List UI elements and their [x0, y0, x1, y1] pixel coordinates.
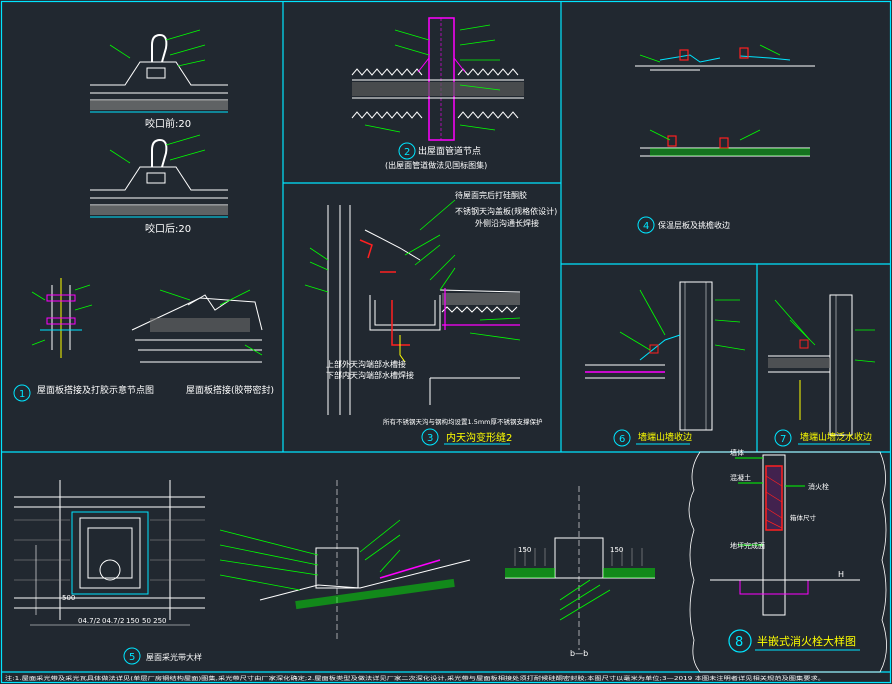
p3-note-left-2: 下部内天沟端部水槽焊接: [326, 370, 414, 380]
p1-title-b: 屋面板搭接(胶带密封): [186, 384, 274, 396]
p6-wall: [679, 281, 713, 431]
p3-note-bottom: 所有不锈钢天沟与钢构均设置1.5mm厚不锈钢支撑保护: [383, 417, 543, 426]
seam-hatch-before: [90, 100, 228, 110]
p8-hydrant-box: [765, 465, 783, 531]
p8-wall-column: [762, 454, 786, 616]
p5b-dim-150a: 150: [518, 546, 531, 554]
panel-1-roof-seam-details: 咬口前:20 咬口后:20 1 屋面板搭接及打胶示意节点图 屋面板搭接(胶带密封…: [13, 29, 274, 402]
p7-number: 7: [780, 434, 786, 445]
p4-number-circle: [637, 216, 655, 234]
p2-title: 出屋面管道节点: [418, 145, 481, 157]
p5b-section-label: b—b: [570, 649, 588, 658]
lapped-roof-plate: [131, 294, 263, 363]
panel-7-gable-wall-flashing-2: 7 墙端山墙泛水收边: [768, 294, 876, 447]
lapped-plate-hatch: [150, 318, 250, 332]
p8-label-concrete: 混凝土: [730, 473, 751, 482]
insulation-hatch: [352, 82, 524, 96]
seam-hatch-after: [90, 205, 228, 215]
footer-note: 注:1.屋面采光带及采光瓦具体做法详见(单层厂房钢结构屋面)图集,采光带尺寸由厂…: [5, 674, 825, 682]
p8-break-outline: [688, 451, 887, 673]
panel-8-fire-hydrant: 墙体 混凝土 消火栓 箱体尺寸 地坪完成面 H 8 半嵌式消火栓大样图: [688, 448, 887, 673]
p8-label-hydrant: 消火栓: [808, 482, 829, 491]
p6-number: 6: [619, 434, 625, 445]
skylight-section-bb: [505, 486, 655, 650]
panel-4-insulation-eave: 4 保温层板及挑檐收边: [635, 44, 815, 234]
p1-sub-bottom: 咬口后:20: [145, 222, 191, 235]
p3-number: 3: [427, 433, 433, 444]
p1-number: 1: [19, 389, 25, 400]
p2-number-circle: [398, 142, 416, 160]
skylight-section-a: [259, 480, 471, 640]
p8-label-size: 箱体尺寸: [790, 513, 817, 522]
p2-subtitle: (出屋面管道做法见国标图集): [385, 160, 487, 170]
panel-6-gable-wall-flashing: 6 墙端山墙收边: [585, 281, 746, 447]
panel-5-skylight-strip: 500 04.7/2 04.7/2 150 50 250 5 屋面采光带大样: [14, 480, 655, 665]
panel-2-pipe-through-roof: 2 出屋面管道节点 (出屋面管道做法见国标图集): [351, 17, 524, 170]
p4-number: 4: [643, 221, 649, 232]
p5-dim-50-250: 50 250: [142, 617, 167, 625]
p1-number-circle: [13, 384, 31, 402]
p8-title: 半嵌式消火栓大样图: [757, 634, 856, 648]
p2-number: 2: [404, 147, 410, 158]
p6-title: 墙端山墙收边: [638, 431, 692, 443]
p5-number: 5: [129, 652, 135, 663]
roof-corrugation: [351, 68, 524, 119]
panel-3-gutter-expansion-joint: 待屋面完后打硅酮胶 不锈钢天沟盖板(规格依设计) 外侧沿沟通长焊接 上部外天沟端…: [304, 190, 557, 446]
p3-number-circle: [421, 428, 439, 446]
p3-title: 内天沟变形缝2: [446, 431, 512, 444]
p5b-dim-150b: 150: [610, 546, 623, 554]
p5-title: 屋面采光带大样: [146, 652, 202, 662]
p3-note-mid-2: 外侧沿沟通长焊接: [475, 218, 539, 228]
p6-number-circle: [613, 429, 631, 447]
p4-title: 保温层板及挑檐收边: [658, 220, 730, 230]
p8-number-circle: [728, 629, 752, 653]
p1-title-a: 屋面板搭接及打胶示意节点图: [37, 384, 154, 396]
p8-label-floor: 地坪完成面: [730, 541, 765, 550]
vertical-pipe: [428, 17, 455, 141]
p5-dim-500: 500: [62, 594, 75, 602]
p5-dim-b: 04.7/2: [102, 617, 124, 625]
p3-insulation: [442, 293, 520, 305]
p5-dim-a: 04.7/2: [78, 617, 100, 625]
p7-title: 墙端山墙泛水收边: [800, 431, 872, 443]
roof-panel-slope: [439, 289, 521, 293]
p8-label-h: H: [838, 570, 844, 579]
p8-label-wall: 墙体: [730, 448, 744, 457]
p3-note-top: 待屋面完后打硅酮胶: [455, 190, 527, 200]
p7-number-circle: [774, 429, 792, 447]
joint-section: [40, 278, 82, 358]
p3-note-mid-1: 不锈钢天沟盖板(规格依设计): [455, 206, 557, 216]
p3-note-left-1: 上部外天沟端部水槽接: [326, 359, 406, 369]
p8-number: 8: [735, 635, 743, 650]
p5-number-circle: [123, 647, 141, 665]
p1-sub-top: 咬口前:20: [145, 117, 191, 130]
p5-dim-150: 150: [126, 617, 139, 625]
skylight-opening: [71, 511, 149, 595]
